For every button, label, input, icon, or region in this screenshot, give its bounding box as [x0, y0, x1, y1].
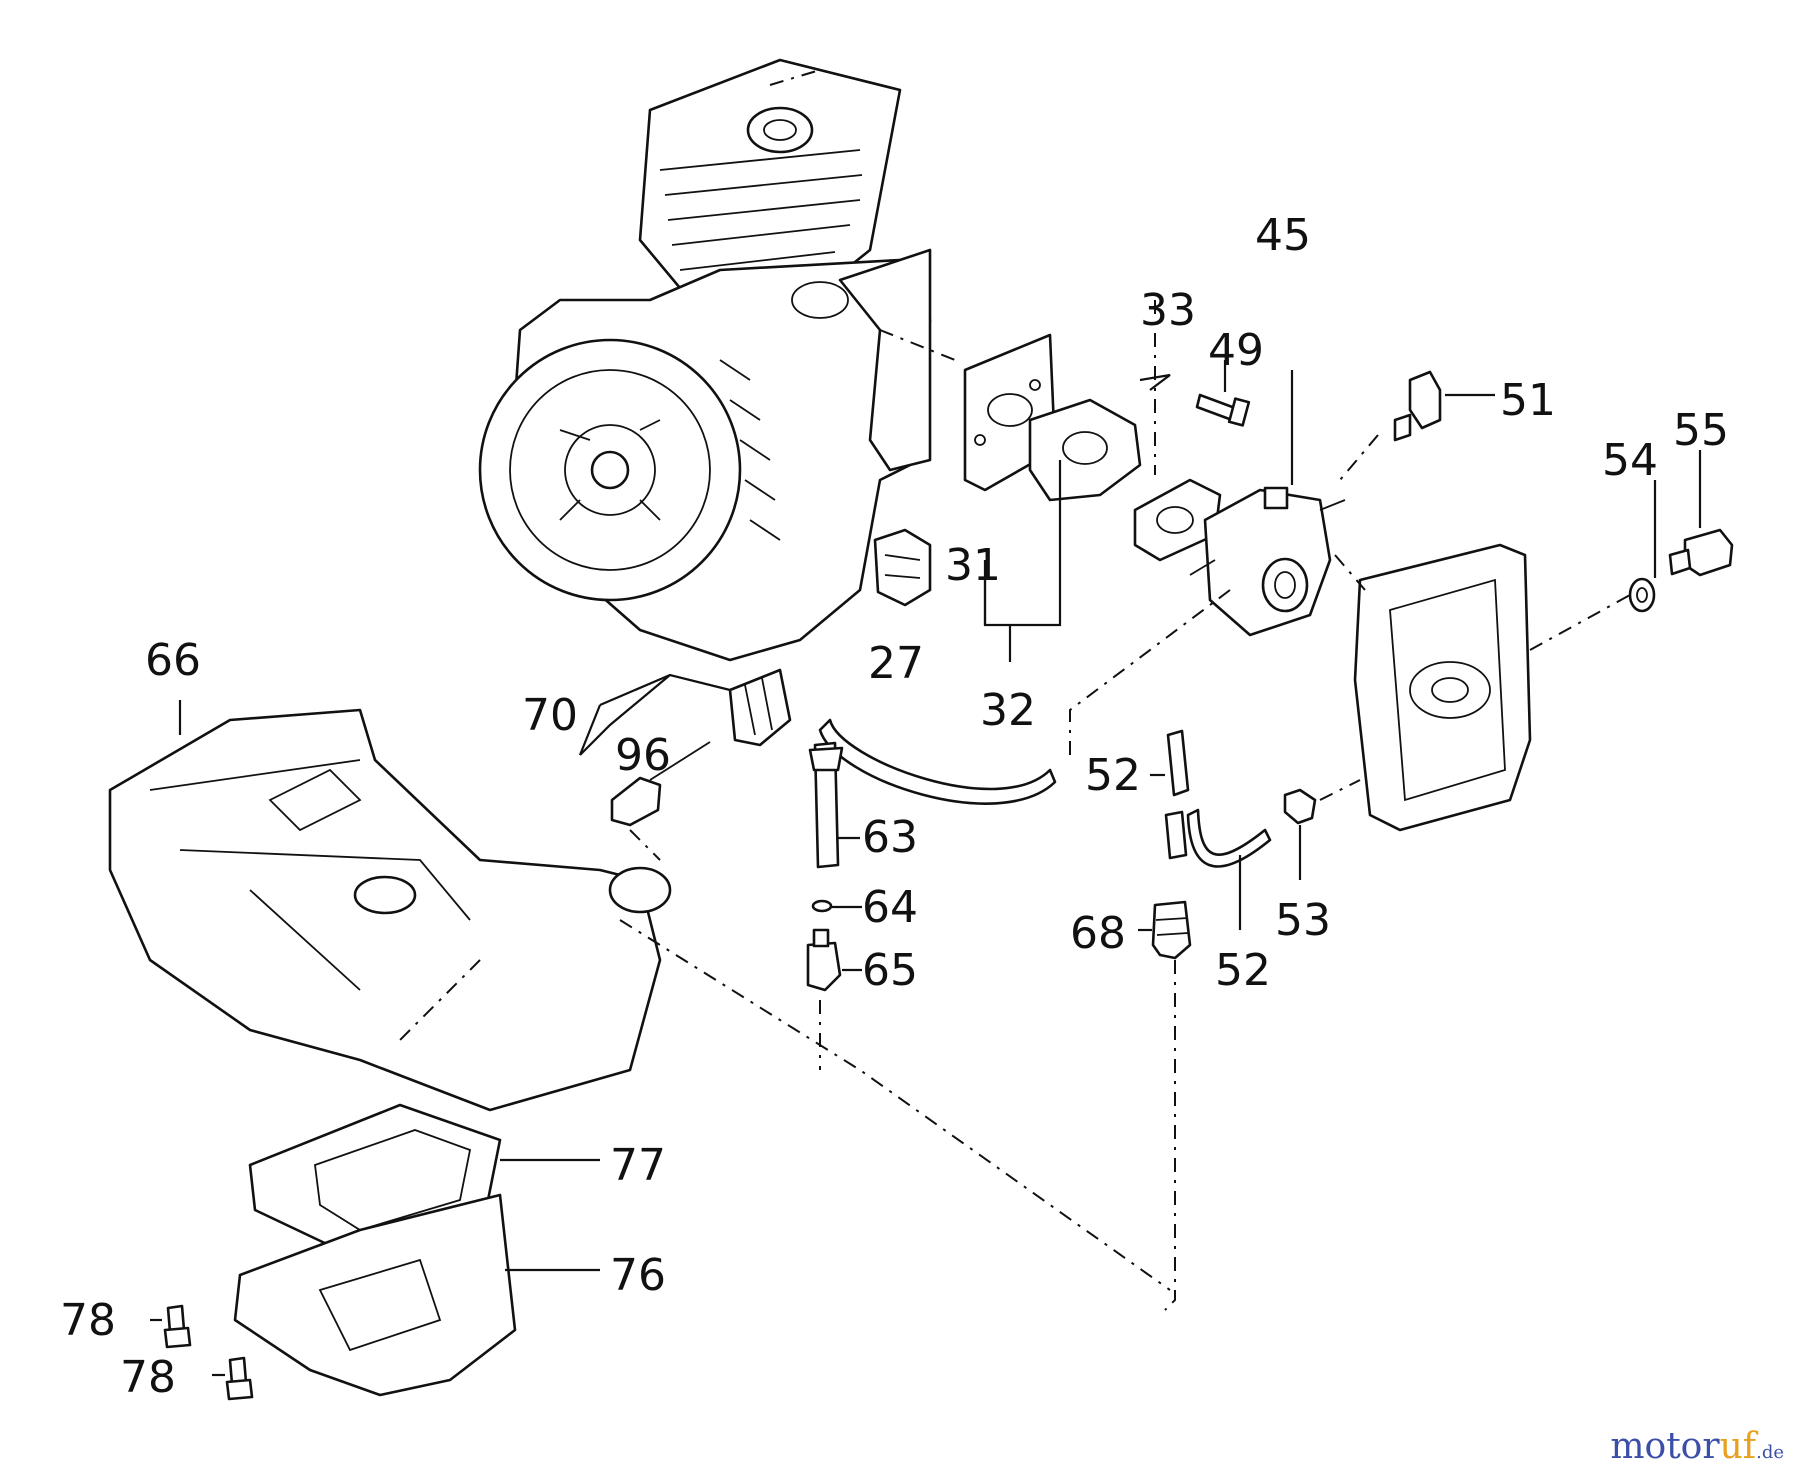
part-63-fuel-pipe	[808, 718, 1057, 869]
part-49-bolt	[1195, 393, 1251, 427]
engine-block	[478, 58, 932, 662]
label-63: 63	[862, 812, 918, 863]
air-filter-housing	[1353, 543, 1532, 832]
label-65: 65	[862, 945, 918, 996]
part-76-tank-guard	[233, 1193, 517, 1397]
label-55: 55	[1673, 405, 1729, 456]
part-66-fuel-tank	[108, 708, 672, 1112]
label-78a: 78	[60, 1295, 116, 1346]
part-27-nut-block	[873, 528, 932, 607]
label-68: 68	[1070, 908, 1126, 959]
label-77: 77	[610, 1140, 666, 1191]
part-96-cap-tether	[610, 741, 711, 827]
part-32-insulator	[1028, 398, 1142, 502]
label-33: 33	[1140, 285, 1196, 336]
watermark-tld: .de	[1756, 1442, 1784, 1463]
label-27: 27	[868, 638, 924, 689]
watermark-accent: uf	[1719, 1426, 1757, 1467]
label-78b: 78	[120, 1352, 176, 1403]
label-96: 96	[615, 730, 671, 781]
part-53-nut	[1283, 788, 1317, 825]
part-54-washer	[1628, 577, 1656, 613]
label-76: 76	[610, 1250, 666, 1301]
label-70: 70	[522, 690, 578, 741]
label-52a: 52	[1085, 750, 1141, 801]
label-49: 49	[1208, 325, 1264, 376]
label-52b: 52	[1215, 945, 1271, 996]
part-51-throttle-lever	[1393, 370, 1442, 442]
part-64-clip	[811, 899, 833, 913]
part-68-fuel-filter	[1151, 900, 1192, 960]
label-64: 64	[862, 882, 918, 933]
part-78-bolts	[163, 1304, 254, 1401]
label-31: 31	[945, 540, 1001, 591]
label-53: 53	[1275, 895, 1331, 946]
part-52-hoses	[1164, 729, 1272, 868]
leader-lines	[150, 68, 1702, 1377]
watermark-main: motor	[1610, 1426, 1720, 1467]
brand-watermark: motoruf.de	[1610, 1426, 1784, 1467]
part-labels: 45 33 49 51 54 55 31 27 32 66 70 96 52 6…	[60, 210, 1729, 1403]
part-70-fuel-cap	[728, 668, 792, 747]
part-65-fitting	[806, 928, 842, 992]
part-55-bolt	[1668, 528, 1734, 577]
part-45-carburetor	[1189, 486, 1346, 637]
label-54: 54	[1602, 435, 1658, 486]
label-32: 32	[980, 685, 1036, 736]
label-66: 66	[145, 635, 201, 686]
label-51: 51	[1500, 375, 1556, 426]
label-45: 45	[1255, 210, 1311, 261]
